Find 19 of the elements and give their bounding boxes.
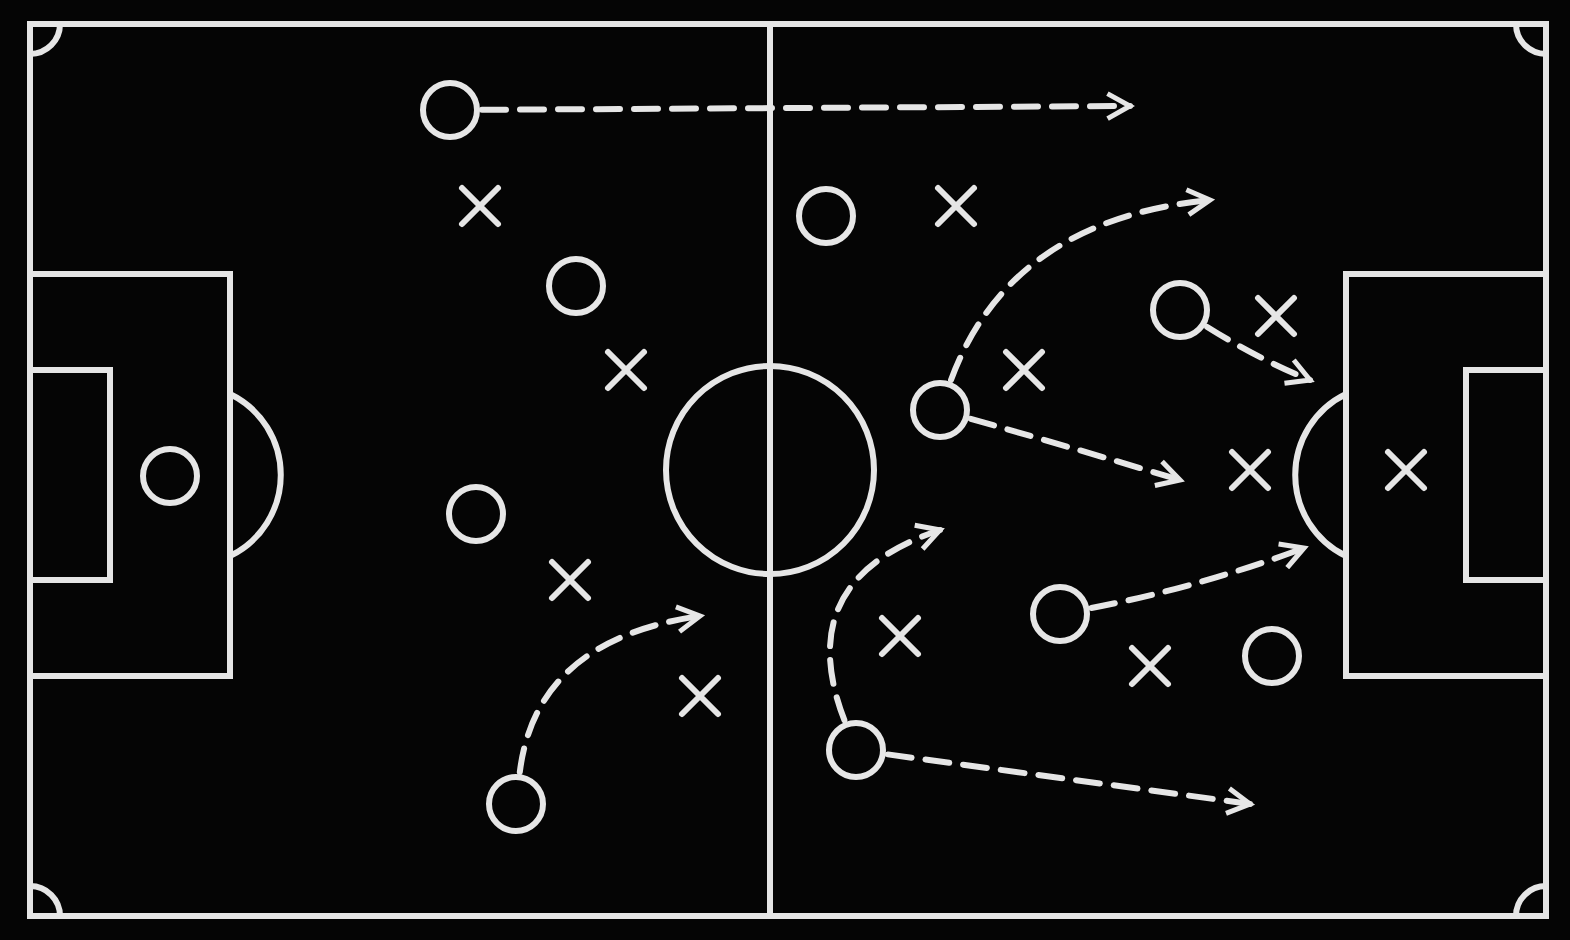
player-circle [796,186,856,246]
dashed-arrow [516,605,703,776]
dashed-arrow [884,751,1253,816]
player-circle [1030,584,1090,644]
player-circle [486,774,546,834]
player-circle [826,720,886,780]
dashed-arrow [1088,541,1307,611]
dashed-arrow [826,523,943,724]
player-circle [420,80,480,140]
player-circle [1150,280,1210,340]
player-circle [446,484,506,544]
dashed-arrow [948,188,1213,383]
dashed-arrow [967,415,1183,488]
dashed-arrow [479,91,1133,122]
player-circle [1242,626,1302,686]
player-circle [140,446,200,506]
player-circle [910,380,970,440]
player-circle [546,256,606,316]
dashed-arrow [1204,324,1313,386]
